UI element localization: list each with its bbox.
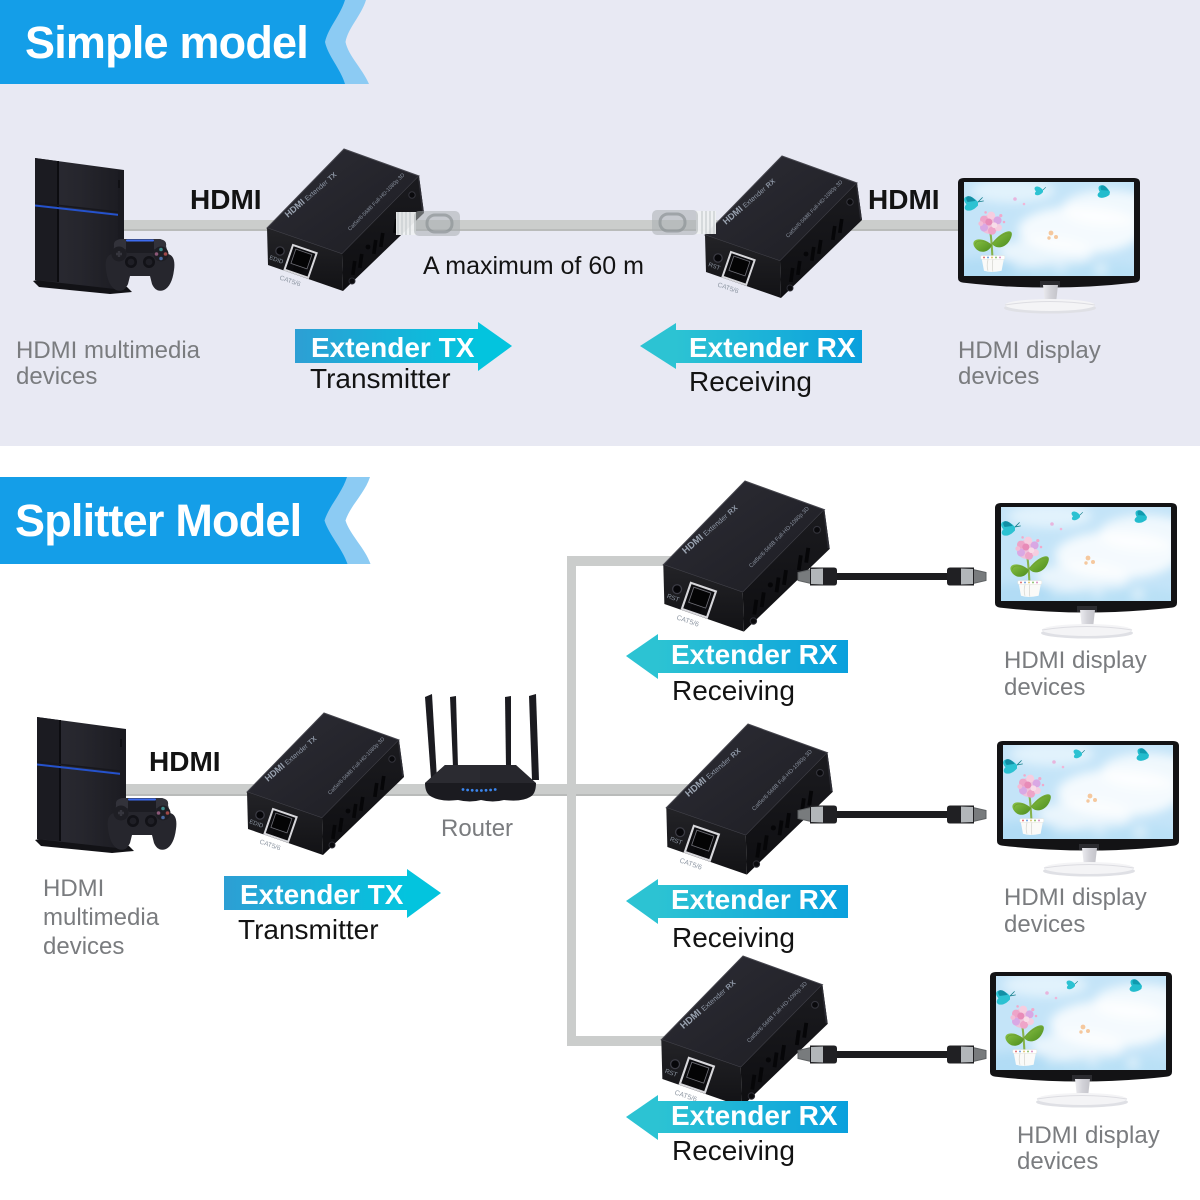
svg-text:Extender RX: Extender RX (689, 332, 856, 363)
svg-text:Receiving: Receiving (672, 922, 795, 953)
svg-text:Receiving: Receiving (672, 675, 795, 706)
svg-text:devices: devices (958, 363, 1039, 390)
svg-text:Router: Router (441, 815, 513, 842)
svg-text:A maximum of 60 m: A maximum of 60 m (423, 252, 644, 280)
svg-text:Extender TX: Extender TX (311, 332, 475, 363)
svg-text:Extender RX: Extender RX (671, 1100, 838, 1131)
svg-text:HDMI: HDMI (149, 746, 221, 777)
svg-text:Extender TX: Extender TX (240, 879, 404, 910)
svg-text:Splitter Model: Splitter Model (15, 495, 301, 546)
svg-text:HDMI: HDMI (190, 184, 262, 215)
svg-text:Transmitter: Transmitter (238, 914, 379, 945)
svg-text:Simple model: Simple model (25, 17, 308, 68)
svg-text:HDMI display: HDMI display (1004, 647, 1147, 674)
svg-text:Receiving: Receiving (689, 366, 812, 397)
svg-text:HDMI display: HDMI display (958, 337, 1101, 364)
svg-text:Extender RX: Extender RX (671, 639, 838, 670)
svg-text:HDMI: HDMI (868, 184, 940, 215)
svg-text:HDMI multimedia: HDMI multimedia (16, 337, 201, 364)
svg-text:HDMI display: HDMI display (1004, 884, 1147, 911)
svg-text:multimedia: multimedia (43, 904, 160, 931)
svg-text:devices: devices (1004, 674, 1085, 701)
svg-text:Receiving: Receiving (672, 1135, 795, 1166)
svg-text:devices: devices (43, 933, 124, 960)
svg-text:devices: devices (1004, 911, 1085, 938)
svg-text:Transmitter: Transmitter (310, 363, 451, 394)
svg-text:Extender RX: Extender RX (671, 884, 838, 915)
svg-text:HDMI: HDMI (43, 875, 104, 902)
svg-text:devices: devices (16, 363, 97, 390)
svg-text:HDMI display: HDMI display (1017, 1122, 1160, 1149)
svg-text:devices: devices (1017, 1148, 1098, 1175)
